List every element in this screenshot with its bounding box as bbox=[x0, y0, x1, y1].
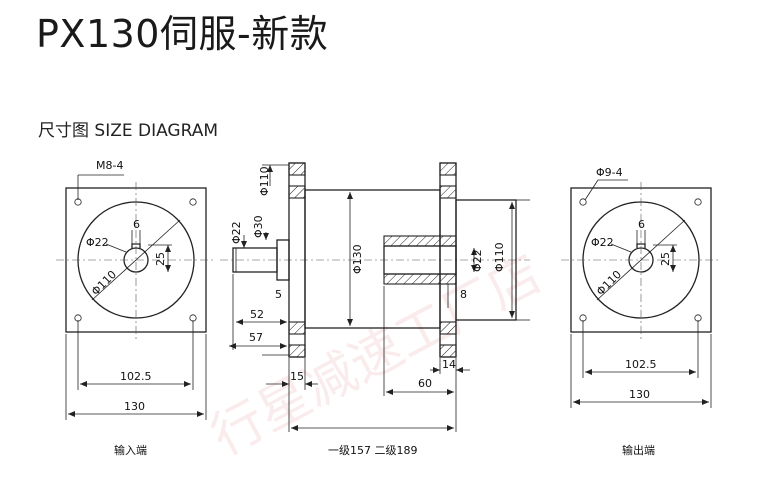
side-shaft-dia: Φ22 bbox=[230, 221, 243, 244]
input-keyway-dim: 6 bbox=[133, 218, 140, 231]
output-shaft-height: 25 bbox=[659, 252, 672, 266]
page-title: PX130伺服-新款 bbox=[36, 12, 329, 56]
side-pilot-dia: Φ30 bbox=[252, 215, 265, 238]
side-right-flange-thickness: 14 bbox=[442, 358, 456, 371]
input-shaft-dia: Φ22 bbox=[86, 236, 109, 249]
output-caption: 输出端 bbox=[622, 443, 655, 457]
side-bore-dia: Φ22 bbox=[471, 249, 484, 272]
diagram-subtitle: 尺寸图 SIZE DIAGRAM bbox=[38, 121, 219, 141]
output-bore-wall bbox=[383, 235, 457, 247]
input-pcd-dia: Φ110 bbox=[89, 268, 119, 298]
output-keyway-dim: 6 bbox=[638, 218, 645, 231]
watermark-text: 行星减速工厂店 bbox=[202, 244, 552, 468]
side-view: Φ110 Φ22 Φ30 5 52 57 15 Φ130 Φ22 Φ110 8 … bbox=[220, 162, 530, 457]
side-right-pilot-dia: Φ110 bbox=[493, 242, 506, 272]
side-shaft-len-52: 52 bbox=[250, 308, 264, 321]
side-bore-key: 8 bbox=[460, 288, 467, 301]
output-mount-hole bbox=[694, 198, 702, 206]
output-mount-hole bbox=[579, 198, 587, 206]
output-end-view: Φ9-4 6 Φ22 25 Φ110 102.5 130 输出端 bbox=[561, 166, 721, 457]
input-end-view: M8-4 6 Φ22 25 Φ110 102.5 130 输入端 bbox=[56, 159, 216, 457]
side-flange-thickness: 15 bbox=[290, 370, 304, 383]
output-pilot bbox=[455, 199, 517, 321]
side-overall-length: 一级157 二级189 bbox=[328, 444, 418, 457]
side-bore-depth: 60 bbox=[418, 377, 432, 390]
side-key-offset: 5 bbox=[275, 288, 282, 301]
output-keyway bbox=[636, 243, 646, 248]
output-pcd-dia: Φ110 bbox=[594, 268, 624, 298]
output-shaft-dia: Φ22 bbox=[591, 236, 614, 249]
output-flange-width: 130 bbox=[629, 388, 650, 401]
input-hole-spacing: 102.5 bbox=[120, 370, 152, 383]
input-flange-width: 130 bbox=[124, 400, 145, 413]
input-mount-hole bbox=[189, 198, 197, 206]
input-caption: 输入端 bbox=[114, 443, 147, 457]
side-shaft-len-57: 57 bbox=[249, 331, 263, 344]
input-keyway bbox=[131, 243, 141, 248]
input-shaft-height: 25 bbox=[154, 252, 167, 266]
output-hole-label: Φ9-4 bbox=[596, 166, 623, 179]
side-left-flange-dia: Φ110 bbox=[258, 166, 271, 196]
output-bore-wall bbox=[383, 273, 457, 285]
input-hole-label: M8-4 bbox=[96, 159, 123, 172]
side-body-dia: Φ130 bbox=[351, 244, 364, 274]
output-hole-spacing: 102.5 bbox=[625, 358, 657, 371]
